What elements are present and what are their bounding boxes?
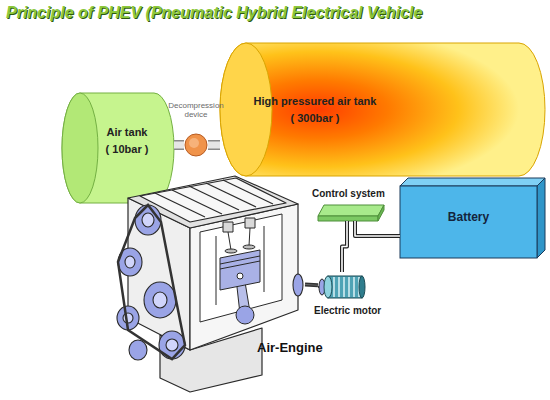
pulley — [144, 282, 176, 318]
pulley — [118, 248, 142, 276]
wrist-pin — [237, 273, 243, 279]
battery-front — [400, 186, 537, 258]
motor-face — [324, 276, 332, 298]
cover-rib — [189, 186, 239, 210]
tank-label: High pressured air tank — [240, 95, 390, 108]
motor-cap — [359, 276, 365, 298]
pulley-hub — [123, 313, 133, 323]
engine-front-face — [128, 198, 190, 350]
part-label: Electric motor — [314, 305, 404, 317]
cylinder-wall — [216, 236, 217, 305]
pulley — [129, 340, 147, 360]
control-unit: Control system — [318, 205, 384, 221]
drive-belt — [118, 205, 185, 359]
cover-rib — [206, 183, 256, 207]
valve-cover — [140, 178, 286, 222]
pipe-core — [174, 142, 184, 149]
part-label: Battery — [400, 210, 537, 224]
high-pressure-tank: High pressured air tank ( 300bar ) — [220, 42, 545, 177]
air-pipe — [208, 140, 220, 150]
connector-core-group — [174, 145, 400, 285]
valve-stem — [228, 232, 231, 250]
battery-box: Battery — [400, 178, 545, 258]
valve-body — [185, 134, 207, 156]
signal-wire — [342, 221, 347, 272]
board-top — [318, 205, 384, 216]
pressure-rating: ( 300bar ) — [240, 112, 390, 125]
part-label: Air-Engine — [257, 340, 367, 356]
pulley-hub — [142, 213, 154, 227]
motor-fin — [353, 277, 354, 297]
valve-spring — [245, 218, 255, 228]
pulley-hub — [153, 292, 167, 308]
wire-core — [355, 221, 400, 236]
tank-end — [220, 43, 272, 176]
valve-stem — [249, 228, 250, 246]
pulley-hub — [166, 339, 178, 351]
output-pulley — [293, 274, 303, 296]
motor-body — [328, 276, 362, 298]
motor-belt — [305, 282, 318, 287]
motor-fin — [348, 277, 349, 297]
connector-group — [174, 145, 400, 285]
connecting-rod — [236, 276, 250, 314]
crankshaft — [236, 306, 254, 324]
decompression-valve-shape — [184, 133, 208, 157]
board-front — [318, 216, 378, 221]
battery-side — [537, 178, 545, 258]
signal-wire — [355, 221, 400, 236]
cutaway — [200, 214, 282, 324]
battery-top — [400, 178, 545, 186]
electric-motor-shape — [318, 272, 366, 302]
piston-ring — [220, 261, 260, 269]
motor-fin — [333, 277, 334, 297]
engine-side-face — [190, 204, 298, 350]
motor-fin — [338, 277, 339, 297]
cover-rib — [155, 193, 205, 217]
pipe-core — [208, 142, 220, 149]
pulley — [117, 306, 139, 330]
air-engine: Air-Engine — [110, 170, 305, 385]
valve-head — [225, 249, 237, 253]
part-label: Control system — [312, 188, 402, 200]
piston-ring — [220, 256, 260, 264]
motor-fin — [343, 277, 344, 297]
valve-highlight — [189, 138, 199, 148]
tank-body — [220, 43, 545, 176]
electric-motor: Electric motor — [318, 272, 366, 302]
engine-body — [128, 176, 298, 392]
oil-pan — [160, 328, 262, 392]
air-pipe — [174, 140, 184, 150]
pulley — [159, 331, 185, 359]
belt-core — [305, 284, 318, 286]
tank-label: Air tank — [82, 126, 172, 139]
pressure-rating: ( 10bar ) — [82, 143, 172, 156]
piston — [220, 250, 260, 290]
diagram-title: Principle of PHEV (Pneumatic Hybrid Elec… — [6, 4, 422, 22]
tank-end — [62, 93, 98, 203]
cylinder-wall — [264, 226, 265, 292]
board-side — [378, 205, 384, 221]
cover-rib — [223, 180, 273, 204]
pulley-group — [117, 205, 303, 360]
wire-core — [342, 221, 347, 272]
valve-head — [243, 245, 255, 249]
pulley — [135, 205, 161, 235]
device-label: Decompression device — [161, 102, 231, 120]
cutaway-window — [200, 214, 282, 322]
high-pressure-tank-shape — [220, 42, 545, 177]
engine-top-face — [128, 176, 298, 228]
pulley-hub — [125, 256, 135, 268]
decompression-valve: Decompression device — [184, 133, 208, 157]
tank-body — [62, 93, 174, 203]
cover-rib — [172, 190, 222, 214]
air-tank: Air tank ( 10bar ) — [62, 92, 174, 204]
valve-spring — [223, 222, 233, 232]
control-unit-shape — [318, 205, 384, 221]
